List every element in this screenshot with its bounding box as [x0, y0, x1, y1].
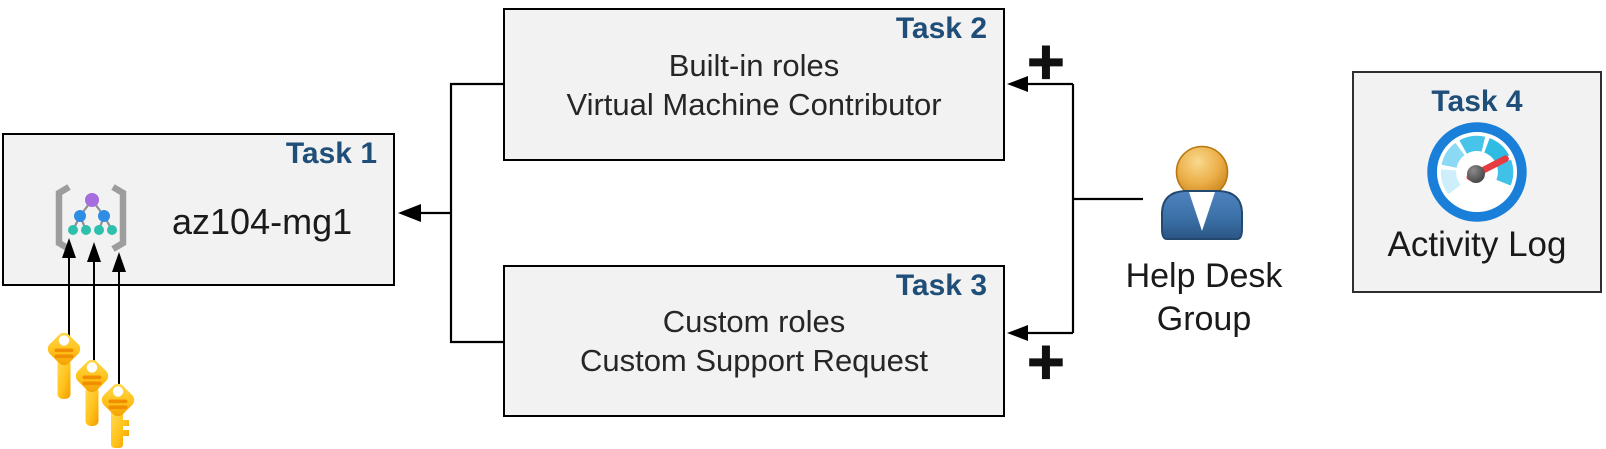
- task1-resource-name: az104-mg1: [172, 201, 353, 242]
- plus-bottom: +: [1024, 331, 1068, 391]
- task3-box: Task 3 Custom roles Custom Support Reque…: [503, 265, 1005, 417]
- task2-box: Task 2 Built-in roles Virtual Machine Co…: [503, 8, 1005, 161]
- user-icon: [1161, 145, 1243, 240]
- group-line: Group: [1156, 300, 1252, 338]
- builtin-roles-line: Built-in roles: [668, 47, 840, 83]
- task4-label: Task 4: [1431, 85, 1523, 118]
- gauge-hub: [1467, 165, 1485, 184]
- activity-log-caption: Activity Log: [1387, 225, 1567, 264]
- access-keys-icon: [47, 332, 135, 448]
- key-icon: [47, 332, 81, 399]
- key-icon: [101, 383, 135, 448]
- task3-label: Task 3: [895, 269, 987, 302]
- plus-top: +: [1024, 31, 1068, 91]
- custom-roles-line: Custom roles: [662, 304, 846, 339]
- vm-contributor-line: Virtual Machine Contributor: [566, 86, 942, 122]
- key-icon: [75, 359, 109, 426]
- task4-box: Task 4 Activity Log: [1352, 71, 1602, 293]
- help-desk-line: Help Desk: [1125, 257, 1283, 295]
- activity-log-gauge-icon: [1427, 122, 1527, 222]
- task1-box: Task 1 az104-mg1: [2, 133, 395, 286]
- task1-label: Task 1: [285, 137, 377, 170]
- custom-support-request-line: Custom Support Request: [579, 343, 929, 378]
- task2-label: Task 2: [895, 12, 987, 45]
- management-group-icon: [55, 184, 127, 252]
- help-desk-group-label: Help Desk Group: [1094, 255, 1314, 341]
